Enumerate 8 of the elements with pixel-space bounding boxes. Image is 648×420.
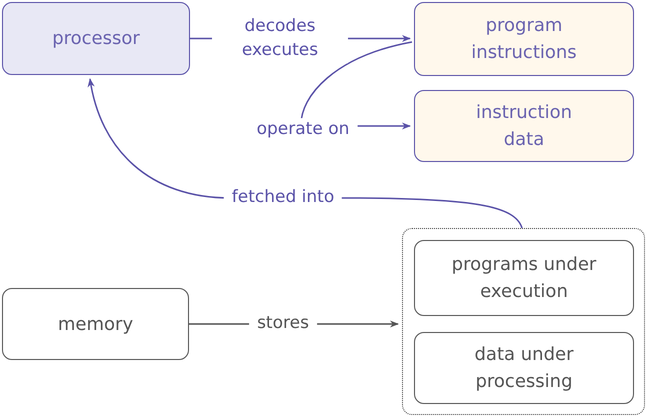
process-box: data under processing <box>414 332 634 404</box>
edge-label: decodes executes <box>212 15 348 63</box>
group-frame <box>402 228 645 415</box>
process-box: processor <box>2 2 190 75</box>
process-box: program instructions <box>414 2 634 76</box>
process-box: memory <box>2 288 189 360</box>
process-box: instruction data <box>414 90 634 162</box>
process-box: programs under execution <box>414 240 634 316</box>
